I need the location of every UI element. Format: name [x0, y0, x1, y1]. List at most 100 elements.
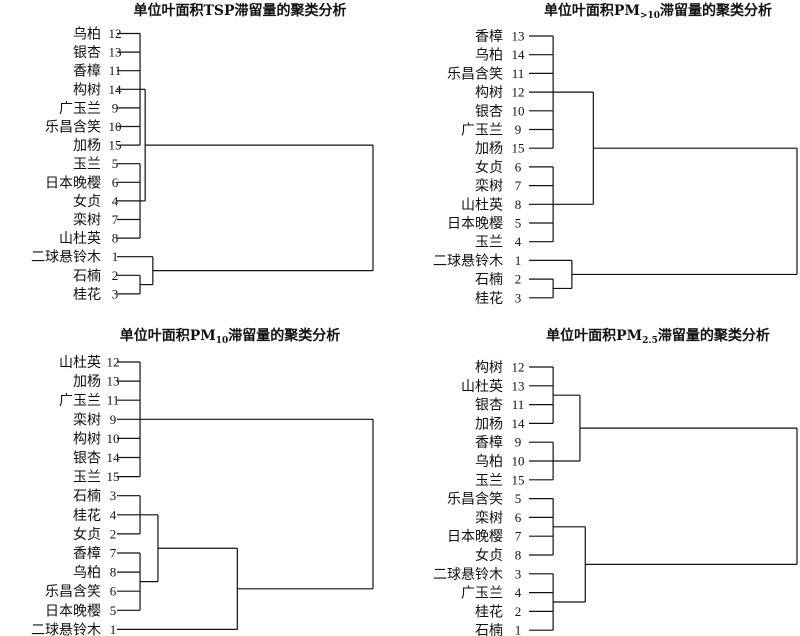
- leaf-number: 5: [112, 156, 119, 171]
- leaf-label: 桂花: [475, 291, 503, 307]
- leaf-label: 栾树: [475, 509, 503, 526]
- leaf-number: 3: [515, 290, 522, 305]
- leaf-number: 6: [515, 159, 522, 174]
- leaf-label: 玉兰: [475, 235, 503, 251]
- leaf-number: 1: [110, 622, 117, 636]
- leaf-label: 广玉兰: [59, 393, 101, 409]
- leaf-label: 石楠: [475, 272, 503, 288]
- leaf-label: 二球悬铃木: [31, 622, 101, 636]
- leaf-label: 乐昌含笑: [45, 584, 101, 600]
- leaf-number: 15: [512, 141, 525, 156]
- leaf-label: 日本晚樱: [447, 215, 503, 232]
- leaf-number: 7: [112, 212, 119, 227]
- leaf-label: 构树: [475, 360, 503, 376]
- leaf-label: 香樟: [475, 28, 503, 45]
- chart-title: 单位叶面积TSP滞留量的聚类分析: [133, 2, 346, 19]
- leaf-label: 乐昌含笑: [447, 492, 503, 508]
- leaf-label: 栾树: [73, 212, 101, 229]
- leaf-number: 6: [110, 584, 117, 599]
- leaf-label: 银杏: [73, 451, 101, 467]
- leaf-number: 5: [515, 216, 522, 231]
- leaf-label: 广玉兰: [461, 123, 503, 139]
- leaf-label: 二球悬铃木: [433, 567, 503, 583]
- leaf-label: 女贞: [475, 547, 503, 564]
- leaf-number: 9: [515, 435, 522, 450]
- leaf-number: 13: [107, 374, 120, 389]
- leaf-label: 栾树: [475, 178, 503, 195]
- leaf-number: 2: [515, 272, 522, 287]
- leaf-label: 乌柏: [73, 27, 101, 43]
- leaf-number: 11: [512, 66, 525, 81]
- leaf-number: 8: [110, 565, 117, 580]
- leaf-number: 8: [515, 197, 522, 212]
- leaf-number: 15: [107, 469, 120, 484]
- leaf-number: 9: [515, 122, 522, 137]
- leaf-label: 加杨: [73, 138, 101, 154]
- leaf-number: 12: [512, 85, 525, 100]
- leaf-number: 11: [512, 397, 525, 412]
- leaf-number: 3: [515, 566, 522, 581]
- leaf-number: 2: [515, 604, 522, 619]
- leaf-label: 乌柏: [73, 565, 101, 581]
- leaf-number: 9: [110, 412, 117, 427]
- chart-title: 单位叶面积PM>10滞留量的聚类分析: [544, 2, 772, 21]
- leaf-number: 5: [515, 491, 522, 506]
- leaf-number: 4: [110, 507, 117, 522]
- leaf-label: 山杜英: [59, 230, 101, 247]
- leaf-label: 银杏: [73, 45, 101, 61]
- leaf-number: 13: [512, 378, 525, 393]
- leaf-number: 3: [112, 286, 119, 301]
- chart-title: 单位叶面积PM2.5滞留量的聚类分析: [546, 327, 770, 346]
- leaf-number: 8: [112, 231, 119, 246]
- leaf-label: 香樟: [73, 545, 101, 562]
- leaf-label: 女贞: [73, 526, 101, 543]
- leaf-number: 12: [109, 26, 122, 41]
- leaf-label: 女贞: [73, 193, 101, 210]
- leaf-label: 香樟: [73, 63, 101, 80]
- leaf-label: 二球悬铃木: [433, 253, 503, 269]
- leaf-number: 11: [109, 63, 122, 78]
- leaf-number: 4: [515, 234, 522, 249]
- leaf-label: 山杜英: [461, 196, 503, 213]
- leaf-number: 7: [515, 178, 522, 193]
- leaf-number: 2: [112, 268, 119, 283]
- leaf-number: 10: [512, 103, 525, 118]
- leaf-number: 6: [515, 510, 522, 525]
- leaf-label: 银杏: [475, 104, 503, 120]
- leaf-label: 山杜英: [59, 354, 101, 371]
- leaf-number: 12: [512, 360, 525, 375]
- leaf-label: 日本晚樱: [447, 528, 503, 545]
- leaf-number: 14: [107, 450, 121, 465]
- leaf-label: 石楠: [73, 489, 101, 505]
- leaf-number: 3: [110, 488, 117, 503]
- leaf-label: 构树: [475, 85, 503, 101]
- leaf-number: 1: [112, 249, 119, 264]
- leaf-number: 7: [515, 529, 522, 544]
- leaf-label: 玉兰: [73, 470, 101, 486]
- leaf-label: 广玉兰: [59, 101, 101, 117]
- leaf-number: 10: [512, 454, 525, 469]
- leaf-label: 银杏: [475, 398, 503, 414]
- leaf-number: 11: [107, 393, 120, 408]
- leaf-number: 9: [112, 100, 119, 115]
- leaf-number: 14: [512, 416, 526, 431]
- leaf-number: 10: [107, 431, 120, 446]
- leaf-label: 加杨: [475, 141, 503, 157]
- chart-title: 单位叶面积PM10滞留量的聚类分析: [120, 327, 341, 346]
- leaf-number: 7: [110, 546, 117, 561]
- leaf-number: 1: [515, 623, 522, 636]
- leaf-number: 5: [110, 603, 117, 618]
- leaf-number: 14: [109, 82, 123, 97]
- leaf-label: 加杨: [73, 374, 101, 390]
- leaf-label: 山杜英: [461, 378, 503, 395]
- leaf-label: 玉兰: [73, 157, 101, 173]
- leaf-label: 加杨: [475, 416, 503, 432]
- leaf-number: 15: [512, 472, 525, 487]
- leaf-label: 乐昌含笑: [447, 66, 503, 82]
- leaf-label: 二球悬铃木: [31, 250, 101, 266]
- leaf-number: 8: [515, 548, 522, 563]
- leaf-label: 广玉兰: [461, 586, 503, 602]
- leaf-number: 13: [512, 29, 525, 44]
- leaf-number: 15: [109, 138, 122, 153]
